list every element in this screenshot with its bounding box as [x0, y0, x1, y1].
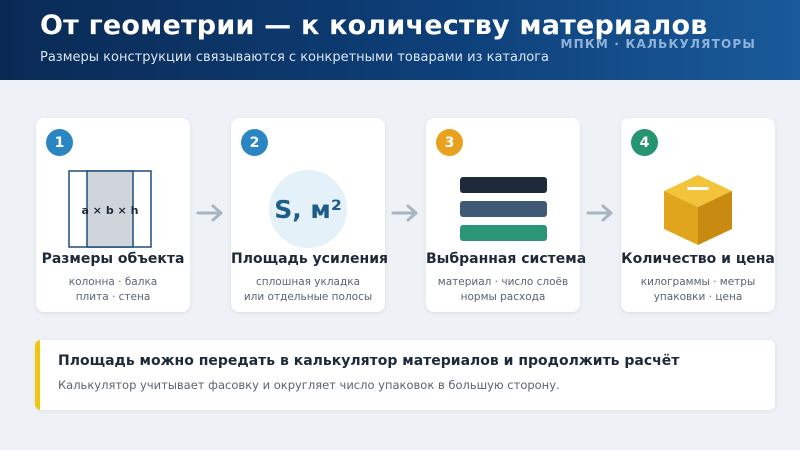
arrow-right-icon	[586, 204, 613, 222]
step-desc-line: нормы расхода	[460, 291, 546, 303]
area-illustration: S, м²	[231, 166, 385, 252]
note-text: Калькулятор учитывает фасовку и округляе…	[58, 378, 560, 392]
step-title: Площадь усиления	[231, 251, 389, 267]
package-illustration	[621, 166, 775, 252]
step-description: материал · число слоёв нормы расхода	[426, 275, 580, 305]
column-dimensions-illustration: a × b × h	[36, 166, 190, 252]
area-formula: S, м²	[269, 170, 347, 248]
step-description: колонна · балка плита · стена	[36, 275, 190, 305]
step-badge: 1	[46, 129, 73, 156]
step-card-system: 3 Выбранная система материал · число сло…	[426, 118, 587, 312]
step-description: сплошная укладка или отдельные полосы	[231, 275, 385, 305]
layer-bar	[459, 177, 547, 193]
note-accent-bar	[35, 340, 40, 410]
step-title: Выбранная система	[426, 251, 587, 267]
step-desc-line: плита · стена	[75, 291, 151, 303]
column-icon: a × b × h	[68, 170, 152, 248]
step-desc-line: килограммы · метры	[640, 276, 756, 288]
brand-label: МПКМ · КАЛЬКУЛЯТОРЫ	[560, 37, 756, 51]
step-desc-line: материал · число слоёв	[437, 276, 569, 288]
step-description: килограммы · метры упаковки · цена	[621, 275, 775, 305]
layers-illustration	[426, 166, 580, 252]
step-desc-line: колонна · балка	[68, 276, 158, 288]
info-note: Площадь можно передать в калькулятор мат…	[35, 340, 775, 410]
step-badge: 2	[241, 129, 268, 156]
step-title: Размеры объекта	[41, 251, 185, 267]
step-card-area: 2 S, м² Площадь усиления сплошная укладк…	[231, 118, 389, 312]
layer-bar	[459, 201, 547, 217]
layers-icon	[459, 177, 547, 241]
box-icon	[664, 175, 732, 245]
header-banner: От геометрии — к количеству материалов Р…	[0, 0, 800, 80]
step-badge: 4	[631, 129, 658, 156]
step-desc-line: сплошная укладка	[255, 276, 361, 288]
step-card-quantity: 4 Количество и цена килограммы · метры у…	[621, 118, 775, 312]
dimensions-formula: a × b × h	[82, 204, 139, 217]
step-card-dimensions: 1 a × b × h Размеры объекта колонна · ба…	[36, 118, 190, 312]
step-badge: 3	[436, 129, 463, 156]
page-title: От геометрии — к количеству материалов	[40, 10, 708, 41]
page-subtitle: Размеры конструкции связываются с конкре…	[40, 50, 550, 65]
note-title: Площадь можно передать в калькулятор мат…	[58, 353, 680, 369]
arrow-right-icon	[391, 204, 418, 222]
step-title: Количество и цена	[621, 251, 775, 267]
step-desc-line: или отдельные полосы	[243, 291, 373, 303]
arrow-right-icon	[196, 204, 223, 222]
layer-bar	[459, 225, 547, 241]
step-desc-line: упаковки · цена	[653, 291, 743, 303]
